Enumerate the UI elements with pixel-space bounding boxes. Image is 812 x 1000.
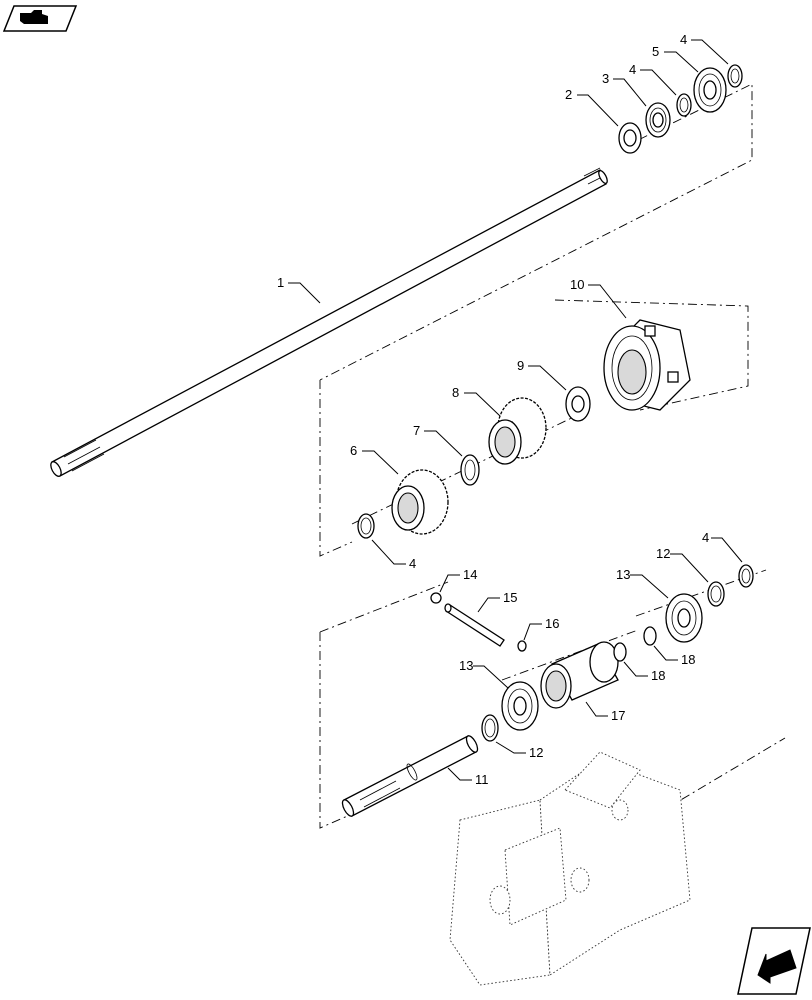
callout-13: 13 [616, 567, 630, 582]
part-9-spacer [565, 386, 591, 422]
part-12-snap-ring-a [707, 581, 725, 607]
callout-2: 2 [565, 87, 572, 102]
callout-14: 14 [463, 567, 477, 582]
previous-page-button[interactable] [2, 5, 78, 32]
callout-3: 3 [602, 71, 609, 86]
callout-16: 16 [545, 616, 559, 631]
next-page-button[interactable] [737, 927, 811, 995]
callout-10: 10 [570, 277, 584, 292]
callout-18: 18 [681, 652, 695, 667]
part-4-snap-ring-c [357, 513, 375, 539]
callout-6: 6 [350, 443, 357, 458]
part-3-bearing [645, 102, 671, 138]
part-12-snap-ring-b [481, 714, 499, 742]
callout-labels: 1 2 3 4 4 5 4 10 9 8 7 6 4 14 15 16 4 12… [277, 32, 709, 787]
part-5-bearing [693, 67, 727, 113]
callout-8: 8 [452, 385, 459, 400]
part-4-snap-ring-d [738, 564, 754, 588]
part-16-ring [517, 640, 527, 652]
part-13-bearing-a [665, 593, 703, 643]
part-18-ring-a [613, 642, 627, 662]
callout-5: 5 [652, 44, 659, 59]
callout-1: 1 [277, 275, 284, 290]
callout-9: 9 [517, 358, 524, 373]
part-15-pin [444, 603, 505, 647]
part-2-collar [618, 122, 642, 154]
part-7-snap-ring [460, 454, 480, 486]
part-10-housing [603, 319, 691, 411]
part-11-input-shaft [341, 735, 479, 817]
callout-13: 13 [459, 658, 473, 673]
callout-4: 4 [409, 556, 416, 571]
part-4-snap-ring-b [727, 64, 743, 88]
part-1-long-shaft [50, 167, 608, 477]
arrow-down-left-icon [757, 949, 797, 984]
part-18-ring-b [643, 626, 657, 646]
callout-7: 7 [413, 423, 420, 438]
gearbox-housing-ghost [449, 751, 691, 986]
part-14-ring [430, 592, 442, 604]
part-13-bearing-b [501, 681, 539, 731]
leader-lines [288, 39, 743, 781]
callout-4: 4 [702, 530, 709, 545]
hand-pointing-left-icon [20, 10, 48, 24]
part-17-sleeve [540, 641, 619, 709]
callout-11: 11 [475, 772, 489, 787]
callout-12: 12 [656, 546, 670, 561]
callout-15: 15 [503, 590, 517, 605]
part-6-gear [391, 469, 449, 535]
callout-18: 18 [651, 668, 665, 683]
callout-12: 12 [529, 745, 543, 760]
callout-4: 4 [680, 32, 687, 47]
callout-4: 4 [629, 62, 636, 77]
part-4-snap-ring-a [676, 93, 692, 117]
callout-17: 17 [611, 708, 625, 723]
part-8-gear [488, 397, 547, 465]
